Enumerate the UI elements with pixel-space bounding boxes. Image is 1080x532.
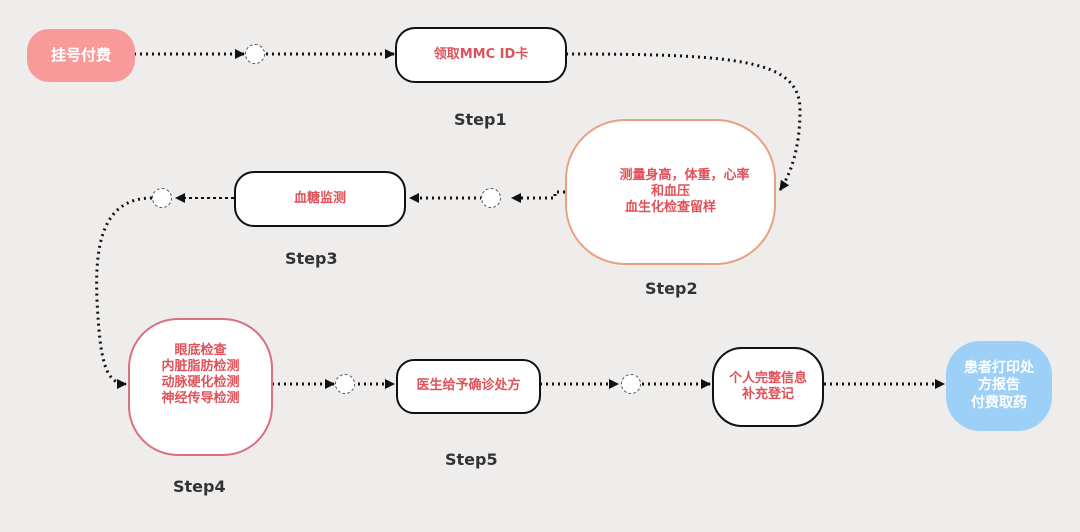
start-label: 挂号付费 xyxy=(50,46,111,65)
step1-caption: Step1 xyxy=(454,110,507,129)
start-node: 挂号付费 xyxy=(27,29,135,82)
end-line-1: 患者打印处 xyxy=(964,359,1034,376)
step2-line-2: 和血压 xyxy=(650,183,690,199)
step2-line-1: 测量身高，体重，心率 xyxy=(619,167,750,183)
register-line-2: 补充登记 xyxy=(741,387,794,402)
junction-3 xyxy=(152,188,172,208)
step1-node: 领取MMC ID卡 xyxy=(395,27,567,83)
junction-1 xyxy=(245,44,265,64)
link-step2-j2 xyxy=(511,190,565,203)
end-line-3: 付费取药 xyxy=(971,394,1027,411)
step2-caption: Step2 xyxy=(645,279,698,298)
step4-line-3: 动脉硬化检测 xyxy=(161,375,240,390)
step5-node: 医生给予确诊处方 xyxy=(396,359,541,414)
step4-caption: Step4 xyxy=(173,477,226,496)
step2-node: 测量身高，体重，心率 和血压 血生化检查留样 xyxy=(565,119,776,265)
step4-line-4: 神经传导检测 xyxy=(161,391,240,407)
step1-label: 领取MMC ID卡 xyxy=(433,46,529,62)
junction-5 xyxy=(621,374,641,394)
end-line-2: 方报告 xyxy=(978,377,1020,394)
step2-line-3: 血生化检查留样 xyxy=(624,200,716,216)
step4-line-1: 眼底检查 xyxy=(174,342,227,358)
step4-node: 眼底检查 内脏脂肪检测 动脉硬化检测 神经传导检测 xyxy=(128,318,273,456)
register-node: 个人完整信息 补充登记 xyxy=(712,347,824,427)
step5-label: 医生给予确诊处方 xyxy=(416,378,521,394)
step5-caption: Step5 xyxy=(445,450,498,469)
step4-line-2: 内脏脂肪检测 xyxy=(161,358,240,374)
step3-label: 血糖监测 xyxy=(293,190,346,206)
step3-caption: Step3 xyxy=(285,249,338,268)
junction-4 xyxy=(335,374,355,394)
end-node: 患者打印处 方报告 付费取药 xyxy=(946,341,1052,431)
link-j3-step4 xyxy=(95,196,153,389)
step3-node: 血糖监测 xyxy=(234,171,406,227)
junction-2 xyxy=(481,188,501,208)
register-line-1: 个人完整信息 xyxy=(728,370,807,386)
